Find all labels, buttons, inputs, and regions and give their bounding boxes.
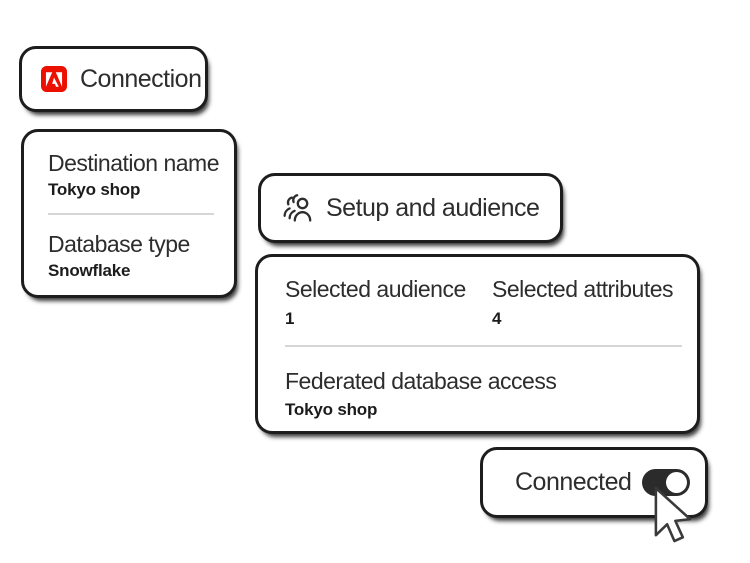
connected-label: Connected bbox=[515, 468, 632, 496]
setup-audience-card: Setup and audience bbox=[258, 173, 563, 243]
destination-name-value: Tokyo shop bbox=[48, 180, 141, 199]
audience-icon bbox=[283, 194, 312, 222]
selected-audience-label: Selected audience bbox=[285, 276, 466, 302]
connection-card: Connection bbox=[19, 46, 208, 112]
connected-toggle[interactable] bbox=[642, 469, 690, 496]
audience-summary-card: Selected audience 1 Selected attributes … bbox=[255, 254, 700, 434]
divider bbox=[285, 345, 682, 347]
database-type-label: Database type bbox=[48, 231, 190, 257]
database-type-value: Snowflake bbox=[48, 261, 131, 280]
setup-audience-label: Setup and audience bbox=[326, 193, 540, 222]
destination-details-card: Destination name Tokyo shop Database typ… bbox=[21, 129, 237, 298]
federated-access-value: Tokyo shop bbox=[285, 400, 378, 419]
selected-attributes-label: Selected attributes bbox=[492, 276, 674, 302]
stats-row: Selected audience 1 Selected attributes … bbox=[285, 275, 682, 329]
selected-attributes-stat: Selected attributes 4 bbox=[492, 275, 674, 329]
connection-status-card: Connected bbox=[480, 447, 708, 518]
connection-card-label: Connection bbox=[80, 64, 202, 93]
selected-audience-stat: Selected audience 1 bbox=[285, 275, 492, 329]
selected-audience-value: 1 bbox=[285, 309, 295, 328]
divider bbox=[48, 213, 214, 215]
toggle-knob[interactable] bbox=[666, 472, 687, 493]
destination-name-label: Destination name bbox=[48, 150, 220, 176]
federated-access-label: Federated database access bbox=[285, 368, 557, 394]
adobe-logo-icon bbox=[41, 66, 67, 92]
selected-attributes-value: 4 bbox=[492, 309, 502, 328]
